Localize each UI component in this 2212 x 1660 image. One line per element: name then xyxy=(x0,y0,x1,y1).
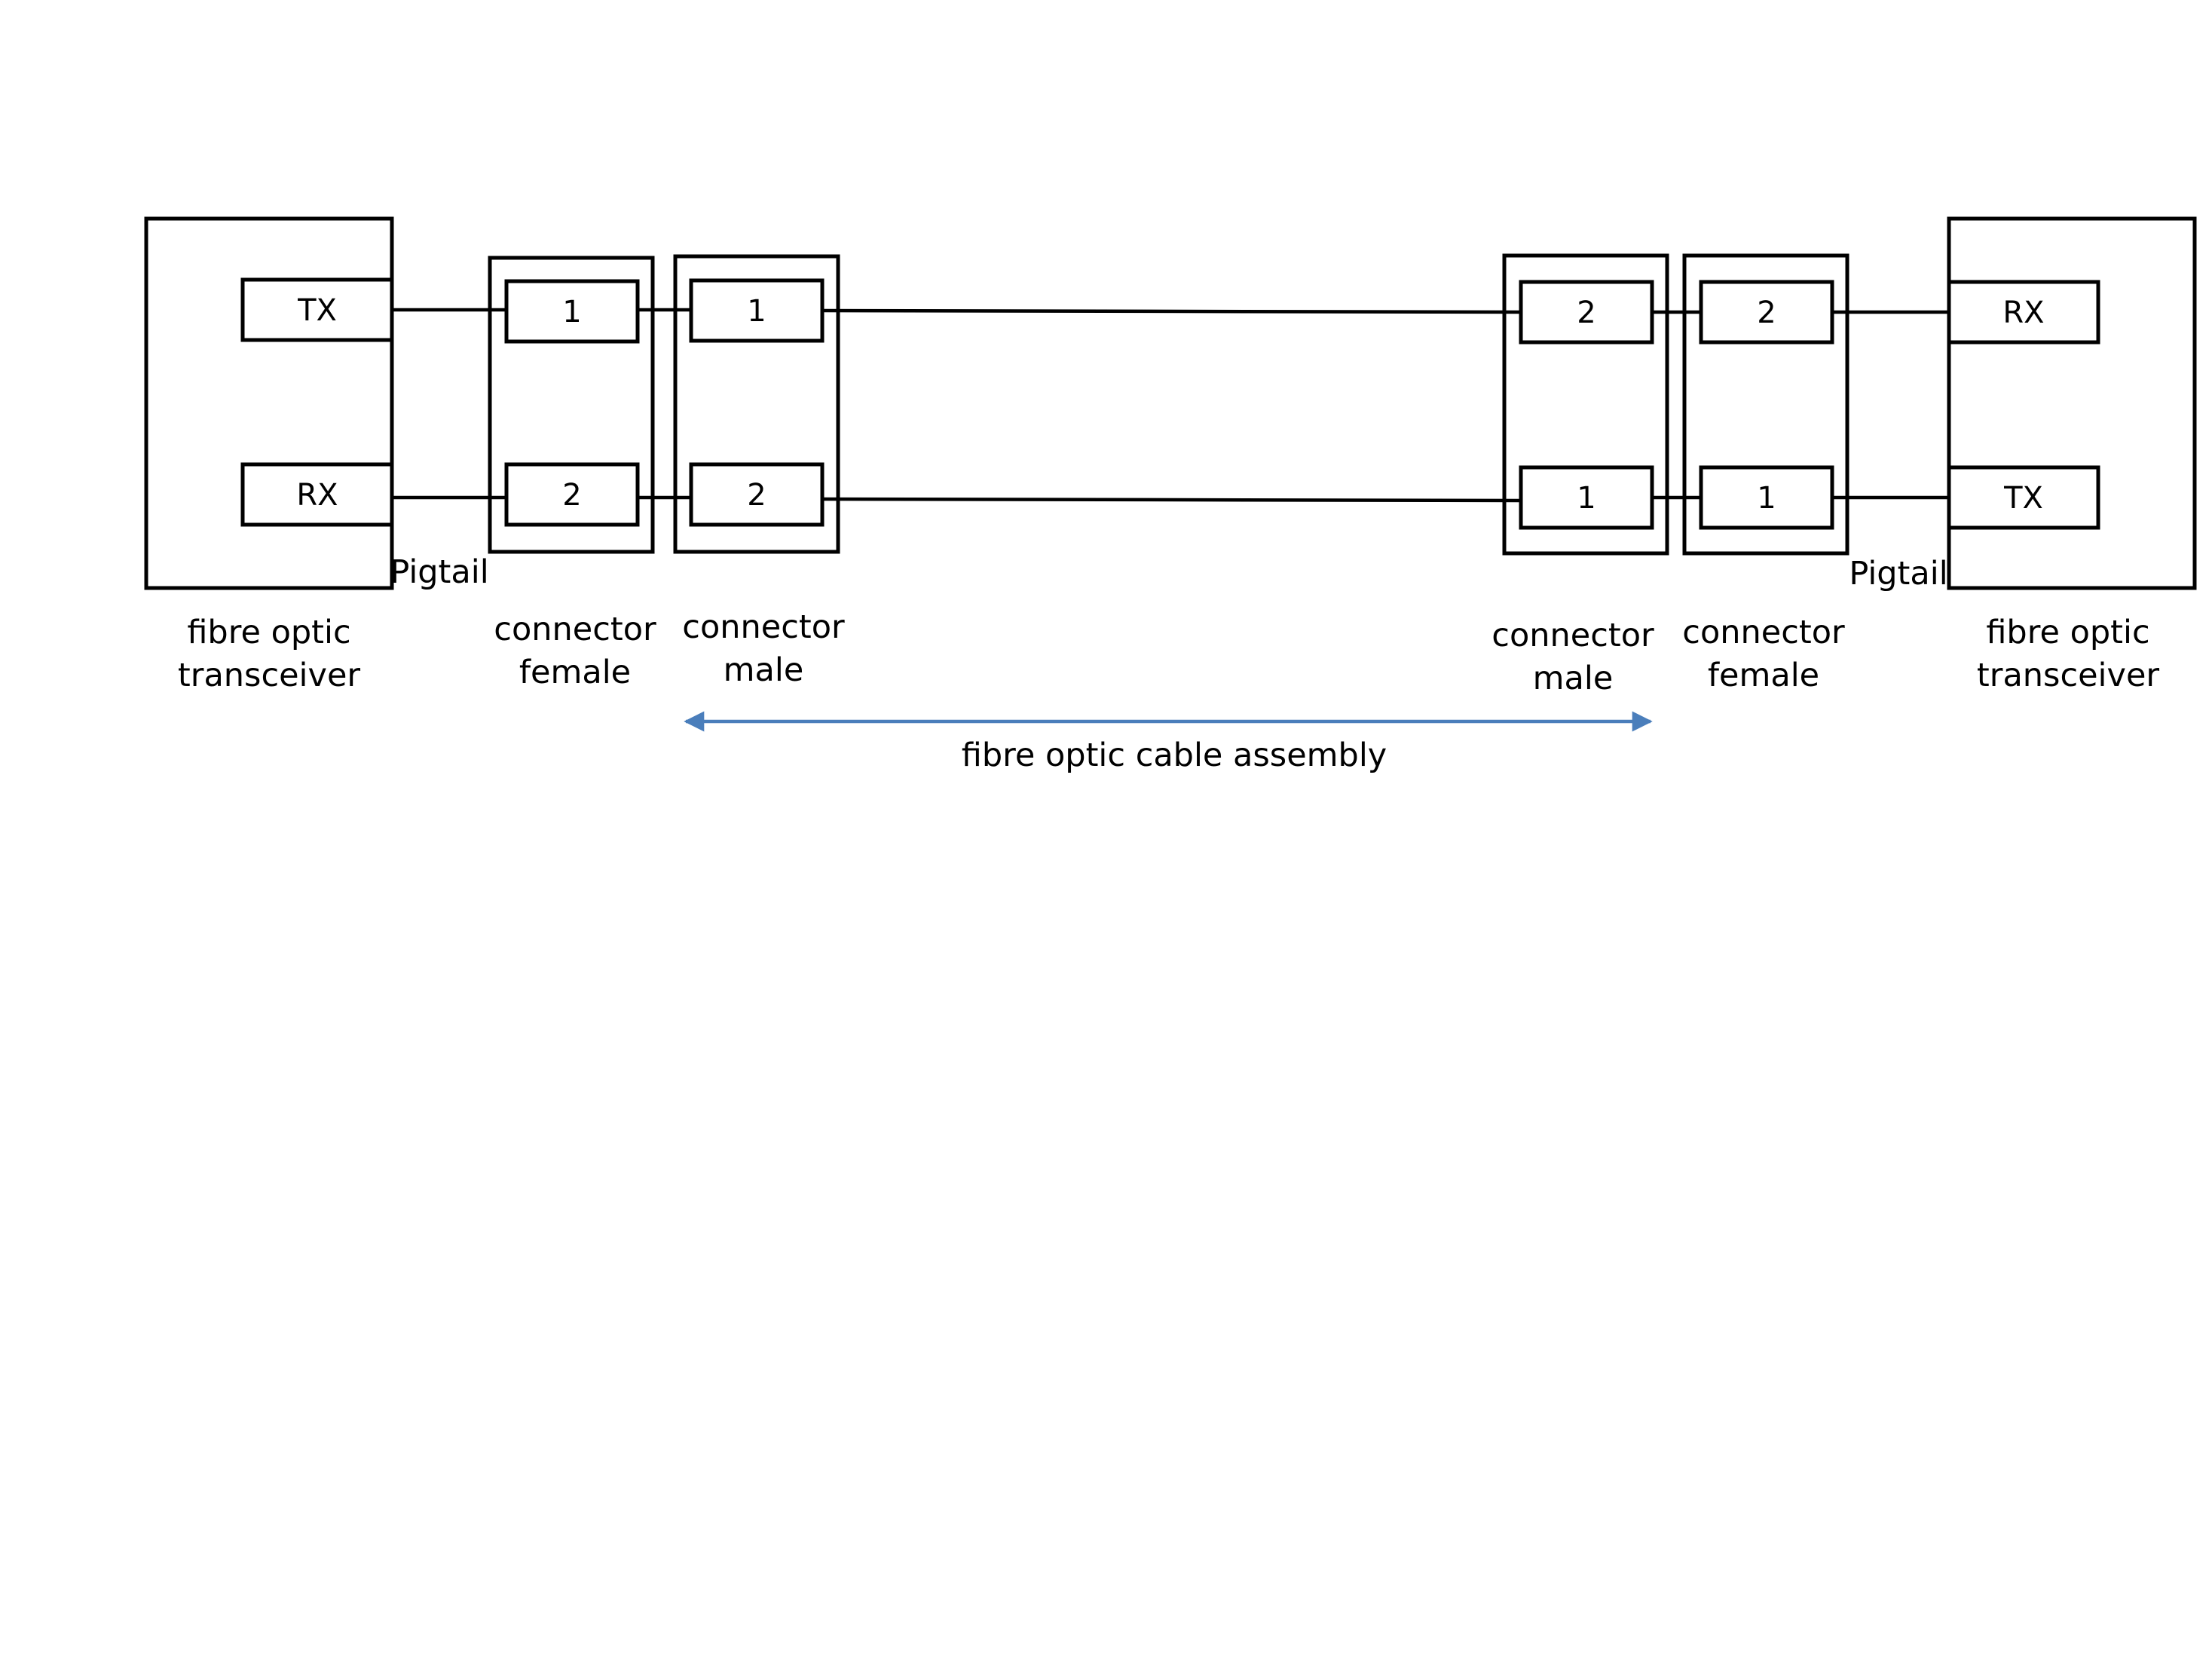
cable-assembly-span: fibre optic cable assembly xyxy=(684,711,1653,774)
right-female-label-line2: female xyxy=(1708,657,1819,694)
right-female-label-line1: connector xyxy=(1682,614,1845,651)
right-female-slot-bottom-label: 1 xyxy=(1757,481,1776,516)
left-male-slot-bottom xyxy=(689,462,825,527)
right-tx-port-label: TX xyxy=(2003,481,2043,516)
fibre-wires xyxy=(392,308,1949,503)
left-female-slot-bottom-label: 2 xyxy=(562,478,581,513)
left-male-slot-bottom-label: 2 xyxy=(747,478,766,513)
left-female-slot-top-label: 1 xyxy=(562,295,581,329)
left-rx-port xyxy=(240,462,394,527)
right-female-slot-top-label: 2 xyxy=(1757,296,1776,330)
right-male-slot-bottom-label: 1 xyxy=(1577,481,1596,516)
left-tx-port-label: TX xyxy=(297,293,337,328)
left-male-label-line2: male xyxy=(724,651,804,689)
right-transceiver: RX TX fibre optic transceiver Pigtail xyxy=(1849,216,2197,694)
cable-fibre-top xyxy=(821,308,1522,314)
right-male-slot-top-label: 2 xyxy=(1577,296,1596,330)
right-connector-female-body xyxy=(1682,253,1849,556)
left-transceiver-body xyxy=(144,216,394,590)
left-female-label-line2: female xyxy=(519,654,631,691)
left-male-slot-top-label: 1 xyxy=(747,294,766,329)
right-pigtail-label: Pigtail xyxy=(1849,555,1947,593)
left-rx-port-label: RX xyxy=(296,478,338,513)
right-transceiver-label-line1: fibre optic xyxy=(1986,614,2149,651)
left-transceiver-label-line1: fibre optic xyxy=(187,614,350,651)
left-connector-female-body xyxy=(488,256,655,554)
left-female-slot-bottom xyxy=(504,462,640,527)
cable-assembly-label: fibre optic cable assembly xyxy=(962,737,1387,774)
left-connector-male: 1 2 connector male xyxy=(673,254,845,689)
right-rx-port-label: RX xyxy=(2002,296,2044,330)
left-transceiver: TX RX fibre optic transceiver Pigtail xyxy=(144,216,489,694)
left-female-label-line1: connector xyxy=(494,611,656,648)
right-transceiver-body xyxy=(1947,216,2197,590)
right-connector-male: 2 1 connector male xyxy=(1491,253,1669,697)
right-male-label-line1: connector xyxy=(1491,617,1654,654)
right-connector-male-body xyxy=(1502,253,1669,556)
right-transceiver-label-line2: transceiver xyxy=(1977,657,2159,694)
left-transceiver-label-line2: transceiver xyxy=(178,657,360,694)
left-male-label-line1: connector xyxy=(682,608,845,646)
left-pigtail-label: Pigtail xyxy=(390,553,488,591)
left-connector-male-body xyxy=(673,254,840,554)
cable-fibre-bottom xyxy=(821,497,1522,503)
right-connector-female: 2 1 connector female xyxy=(1682,253,1849,694)
left-connector-female: 1 2 connector female xyxy=(488,256,656,691)
right-male-label-line2: male xyxy=(1533,660,1614,697)
